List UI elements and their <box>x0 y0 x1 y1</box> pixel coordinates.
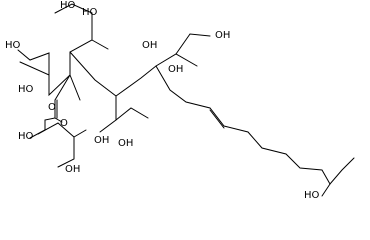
bond-path <box>37 122 75 168</box>
bond-path <box>321 183 331 197</box>
bond-path <box>54 3 93 76</box>
bond-path <box>54 117 63 123</box>
atom-label: HO <box>82 7 98 18</box>
atom-label: HO <box>304 190 320 199</box>
bond-path <box>48 74 71 97</box>
atom-label: HO <box>5 40 21 51</box>
bond-path <box>209 109 225 129</box>
atom-label: HO <box>60 0 76 11</box>
atom-label: OH <box>168 64 183 75</box>
bond-lines <box>17 3 355 197</box>
bond-path <box>54 74 71 101</box>
atom-labels: HO HO OH OH HO HO OH OH HO OH OH HO O O <box>5 0 320 199</box>
atom-label: OH <box>142 40 157 51</box>
bond-path <box>115 53 198 97</box>
bond-path <box>17 49 50 76</box>
atom-label: HO <box>18 131 34 142</box>
atom-label: OH <box>215 30 230 41</box>
structure-canvas: HO HO OH OH HO HO OH OH HO OH OH HO O O <box>5 0 355 199</box>
atom-label: OH <box>94 135 109 146</box>
atom-label: OH <box>118 138 133 149</box>
atom-label: HO <box>18 84 34 95</box>
bond-path <box>115 107 149 121</box>
bond-path <box>175 33 211 55</box>
bond-path <box>91 39 109 50</box>
atom-label: O <box>60 118 68 129</box>
bond-path <box>69 74 81 101</box>
bond-path <box>155 65 355 185</box>
bond-path <box>99 95 117 133</box>
atom-label: OH <box>65 164 80 175</box>
structure-diagram: HO HO OH OH HO HO OH OH HO OH OH HO O O <box>5 0 355 199</box>
bond-path <box>73 129 87 138</box>
bond-path <box>69 51 117 97</box>
atom-label: O <box>48 102 56 113</box>
